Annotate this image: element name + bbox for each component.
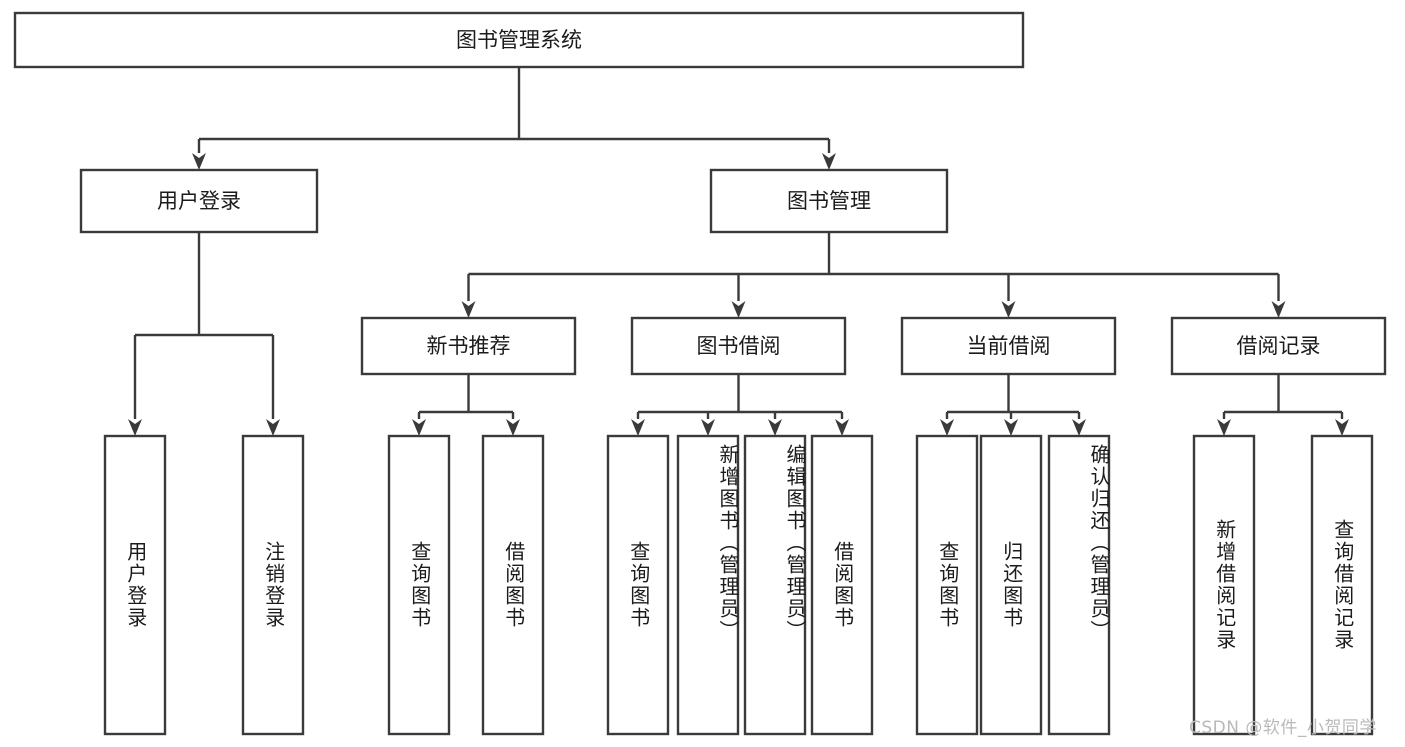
leaf-node-box: [241, 434, 305, 736]
arrow-head-down: [461, 301, 476, 318]
arrow-head-down: [1004, 419, 1018, 436]
arrow-head-down: [506, 419, 520, 436]
arrow-head-down: [701, 419, 715, 436]
arrow-head-down: [1072, 419, 1086, 436]
level3-node-box: [900, 316, 1117, 376]
arrow-head-down: [412, 419, 426, 436]
connector-lines-layer: [133, 67, 1344, 419]
arrow-heads-layer: [128, 153, 1349, 436]
level3-node-box: [1170, 316, 1387, 376]
leaf-node-box: [743, 434, 807, 736]
level2-node-box: [709, 168, 949, 234]
arrow-head-down: [192, 153, 206, 170]
arrow-head-down: [835, 419, 849, 436]
arrow-head-down: [940, 419, 954, 436]
arrow-head-down: [266, 419, 280, 436]
leaf-node-box: [1047, 434, 1111, 736]
leaf-node-box: [810, 434, 874, 736]
arrow-head-down: [1335, 419, 1349, 436]
arrow-head-down: [822, 153, 836, 170]
leaf-node-box: [915, 434, 979, 736]
root-node-box: [13, 11, 1025, 69]
leaf-node-box: [1310, 434, 1374, 736]
arrow-head-down: [1001, 301, 1016, 318]
level2-node-box: [79, 168, 319, 234]
leaf-node-box: [387, 434, 451, 736]
leaf-node-box: [606, 434, 670, 736]
arrow-head-down: [768, 419, 782, 436]
arrow-head-down: [1217, 419, 1231, 436]
arrow-head-down: [731, 301, 746, 318]
node-boxes-layer: [13, 11, 1387, 736]
arrow-head-down: [631, 419, 645, 436]
arrow-head-down: [128, 419, 142, 436]
level3-node-box: [360, 316, 577, 376]
level3-node-box: [630, 316, 847, 376]
leaf-node-box: [103, 434, 167, 736]
leaf-node-box: [481, 434, 545, 736]
leaf-node-box: [676, 434, 740, 736]
arrow-head-down: [1271, 301, 1286, 318]
leaf-node-box: [1192, 434, 1256, 736]
leaf-node-box: [979, 434, 1043, 736]
